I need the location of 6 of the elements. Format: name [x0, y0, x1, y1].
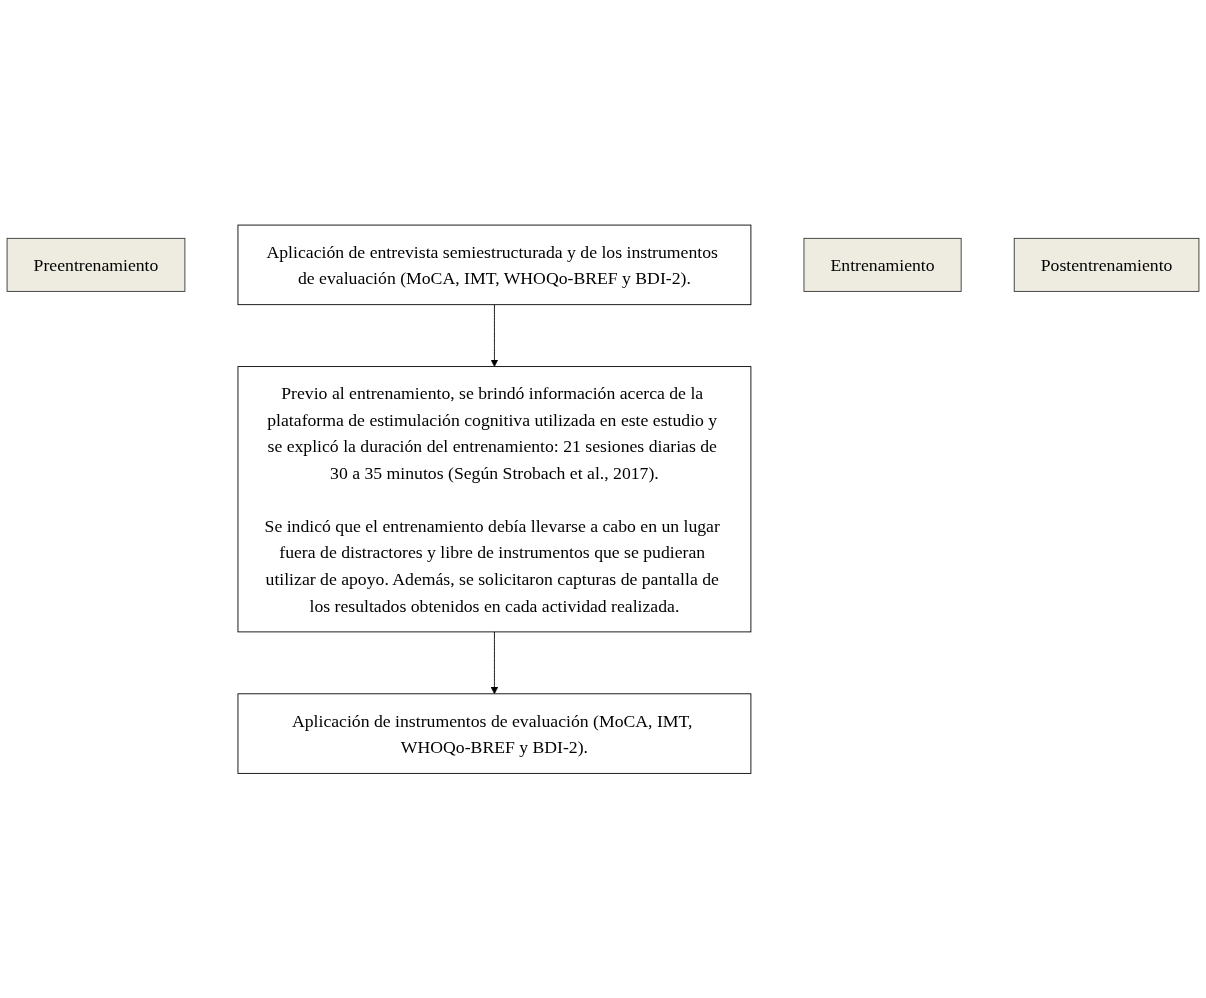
node-box: Preentrenamiento [6, 237, 186, 292]
node-box: Aplicación de entrevista semiestructurada y de los instrumentos de evaluación (MoCA, IMT, WHOQo-BREF y BDI-2). [237, 224, 752, 305]
node-box: Aplicación de instrumentos de evaluación (MoCA, IMT, WHOQo-BREF y BDI-2). [237, 693, 752, 774]
node-box: Postentrenamiento [1013, 237, 1200, 292]
node-box: Previo al entrenamiento, se brindó información acerca de la plataforma de estimulación cognitiva utilizada en este estudio y se explicó la duración del entrenamiento: 21 sesiones diarias de 30 a 35 minutos (Según Strobach et al., 2017). Se indicó que el entrenamiento debía llevarse a cabo en un lugar fuera de distractores y libre de instrumentos que se pudieran utilizar de apoyo. Además, se solicitaron capturas de pantalla de los resultados obtenidos en cada actividad realizada. [237, 365, 752, 633]
node-box: Entrenamiento [803, 237, 962, 292]
